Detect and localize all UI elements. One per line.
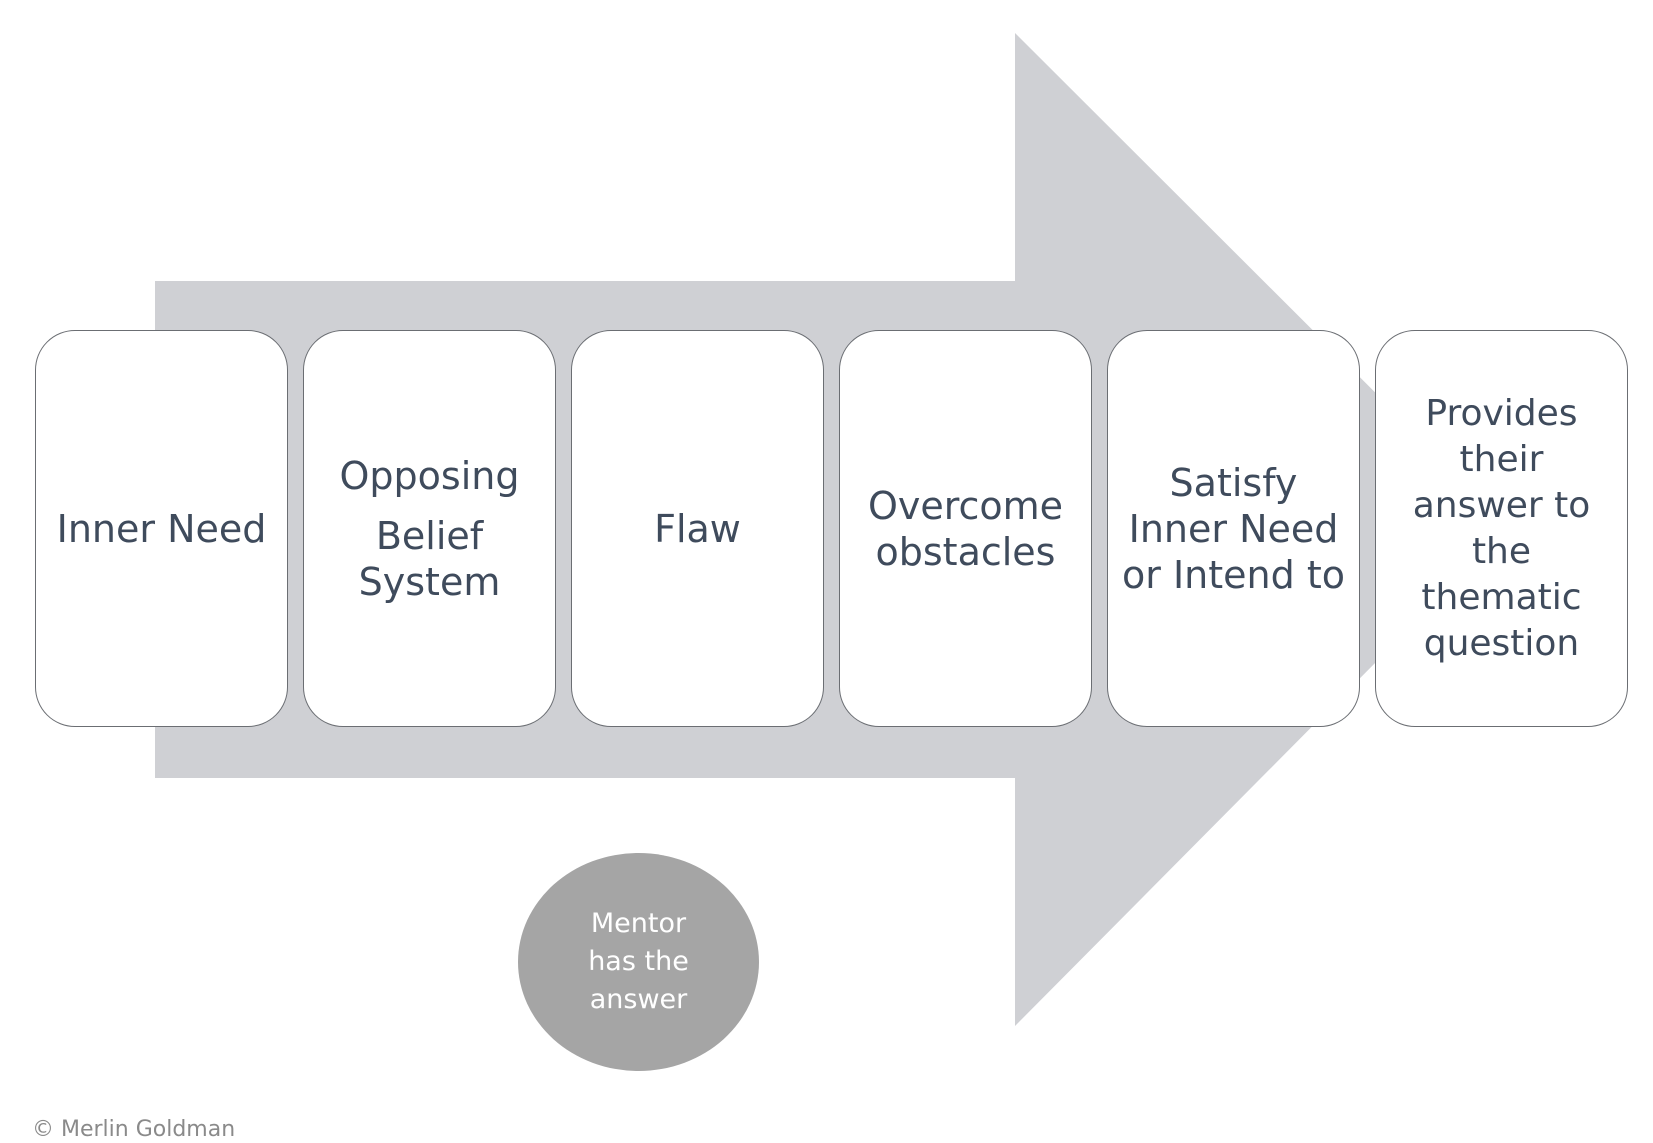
step-label-line: System xyxy=(358,559,501,604)
copyright-text: © Merlin Goldman xyxy=(32,1117,236,1142)
step-label-line: obstacles xyxy=(875,529,1056,574)
step-label-line: Opposing xyxy=(339,453,520,498)
step-box-overcome-obstacles: Overcome obstacles xyxy=(839,330,1092,727)
step-box-flaw: Flaw xyxy=(571,330,824,727)
step-label: Provides their answer to the thematic qu… xyxy=(1403,391,1601,667)
step-box-satisfy-inner-need: Satisfy Inner Need or Intend to xyxy=(1107,330,1360,727)
step-label-line: Provides xyxy=(1425,392,1578,434)
step-box-opposing-belief-system: Opposing Belief System xyxy=(303,330,556,727)
step-label-line: thematic xyxy=(1421,576,1582,618)
step-label-line: Flaw xyxy=(654,506,741,551)
step-box-provides-answer: Provides their answer to the thematic qu… xyxy=(1375,330,1628,727)
step-label-line: Belief xyxy=(375,513,484,558)
step-label-line: question xyxy=(1423,622,1580,664)
step-label-line: their xyxy=(1459,438,1544,480)
step-label-line: Satisfy xyxy=(1169,460,1298,505)
step-label: Overcome obstacles xyxy=(858,483,1073,575)
mentor-label-line: Mentor xyxy=(590,908,687,939)
step-label-line: the xyxy=(1471,530,1532,572)
step-label-line: or Intend to xyxy=(1122,552,1345,597)
mentor-label-line: has the xyxy=(588,946,689,977)
step-box-inner-need: Inner Need xyxy=(35,330,288,727)
arrow-shape xyxy=(155,33,1510,1026)
step-label-line: Overcome xyxy=(867,483,1064,528)
mentor-label-line: answer xyxy=(589,984,688,1015)
mentor-label: Mentor has the answer xyxy=(588,905,689,1019)
step-label-line: Inner Need xyxy=(56,506,267,551)
step-label-line: Inner Need xyxy=(1128,506,1339,551)
step-label: Satisfy Inner Need or Intend to xyxy=(1112,460,1355,598)
step-label: Flaw xyxy=(644,506,751,552)
step-label: Inner Need xyxy=(47,506,277,552)
step-label-line: answer to xyxy=(1412,484,1591,526)
step-label: Opposing Belief System xyxy=(330,453,530,605)
mentor-circle: Mentor has the answer xyxy=(518,853,759,1071)
